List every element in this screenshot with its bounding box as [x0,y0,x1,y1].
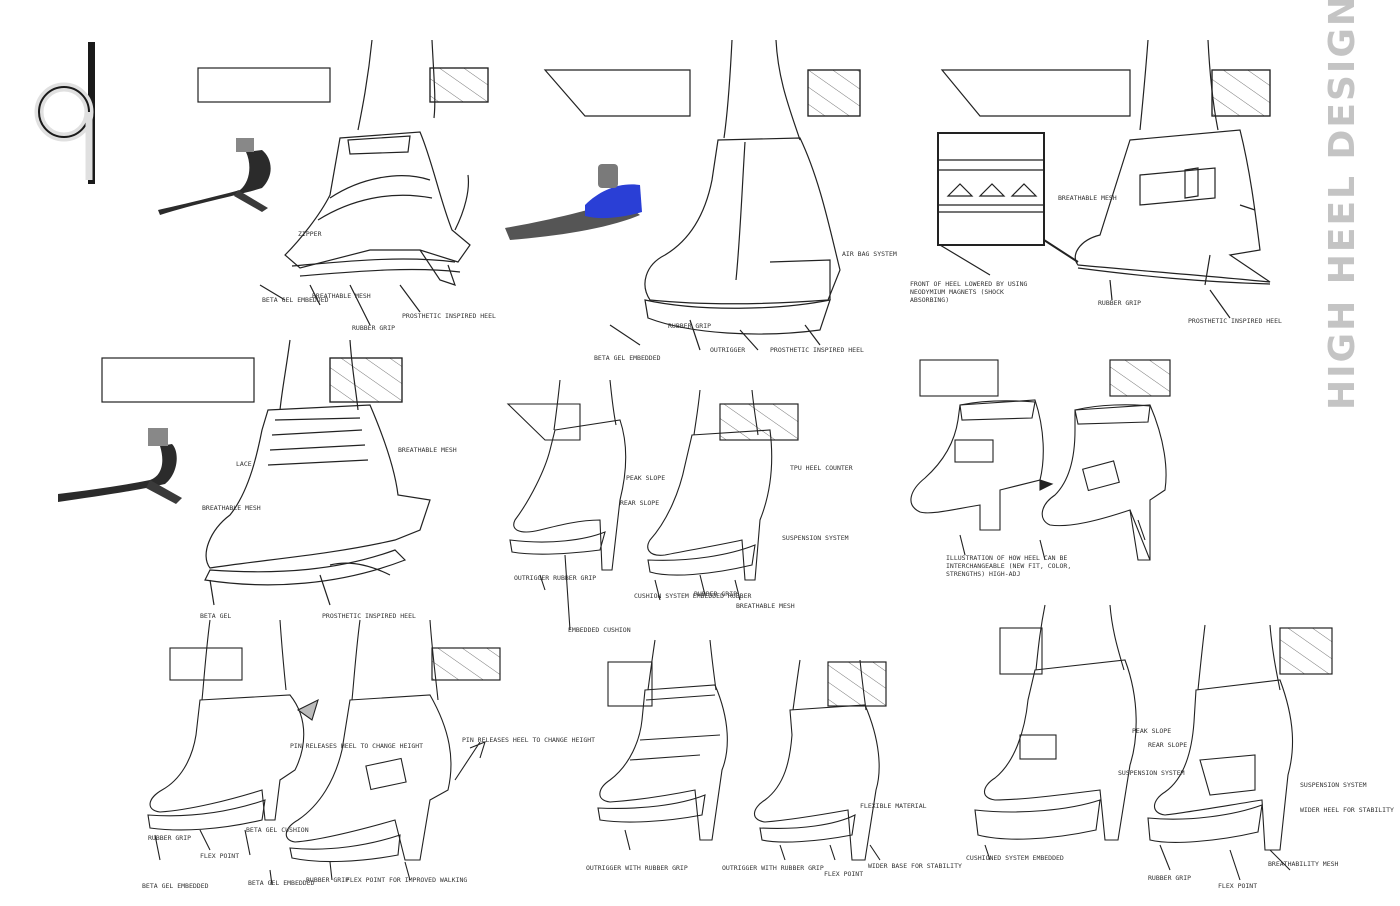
sketch-7 [147,619,501,886]
annotation-label: FLEXIBLE MATERIAL [860,802,927,810]
annotation-label: OUTRIGGER RUBBER GRIP [514,574,596,582]
annotation-label: TPU HEEL COUNTER [790,464,853,472]
sketch-1 [197,39,489,326]
annotation-label: CUSHIONED SYSTEM EMBEDDED [966,854,1064,862]
annotation-label: BREATHABLE MESH [736,602,795,610]
annotation-label: RUBBER GRIP [352,324,395,332]
annotation-label: FLEX POINT FOR IMPROVED WALKING [346,876,467,884]
annotation-label: PIN RELEASES HEEL TO CHANGE HEIGHT [290,742,423,750]
annotation-label: FLEX POINT [200,852,239,860]
annotation-label: REAR SLOPE [620,499,659,507]
brand-monogram-logo [34,42,95,184]
annotation-label: BREATHABLE MESH [398,446,457,454]
annotation-label: OUTRIGGER WITH RUBBER GRIP [722,864,824,872]
annotation-label: RUBBER GRIP [668,322,711,330]
annotation-label: BETA GEL EMBEDDED [142,882,209,890]
annotation-label: BETA GEL [200,612,231,620]
annotation-label: SUSPENSION SYSTEM [782,534,849,542]
annotation-label: RUBBER GRIP [1148,874,1191,882]
annotation-label: FLEX POINT [1218,882,1257,890]
sketch-3 [937,39,1271,319]
annotation-label: BREATHABLE MESH [312,292,371,300]
annotation-label: RUBBER GRIP [694,590,737,598]
annotation-label: RUBBER GRIP [148,834,191,842]
sketch-2 [543,39,861,351]
sketch-4 [101,339,431,606]
annotation-label: FLEX POINT [824,870,863,878]
sketch-9 [974,604,1333,881]
annotation-label: BREATHABILITY MESH [1268,860,1339,868]
annotation-label: AIR BAG SYSTEM [842,250,897,258]
annotation-label: RUBBER GRIP [1098,299,1141,307]
sketch-5 [506,379,799,631]
annotation-label: BETA GEL CUSHION [246,826,309,834]
annotation-label: PROSTHETIC INSPIRED HEEL [402,312,496,320]
annotation-label: WIDER BASE FOR STABILITY [868,862,962,870]
sketch-8 [597,639,887,861]
annotation-label: EMBEDDED CUSHION [568,626,631,634]
annotation-label: SUSPENSION SYSTEM [1300,781,1367,789]
annotation-label: WIDER HEEL FOR STABILITY [1300,806,1394,814]
annotation-label: REAR SLOPE [1148,741,1187,749]
annotation-label: BETA GEL EMBEDDED [594,354,661,362]
annotation-label: PROSTHETIC INSPIRED HEEL [322,612,416,620]
prosthetic-foot-3 [58,428,182,504]
annotation-label: BREATHABLE MESH [1058,194,1117,202]
annotation-label: CUSHION SYSTEM EMBEDDED RUBBER [634,592,751,600]
annotation-label: RUBBER GRIP [306,876,349,884]
annotation-label: BREATHABLE MESH [202,504,261,512]
annotation-label: OUTRIGGER [710,346,745,354]
annotation-label: SUSPENSION SYSTEM [1118,769,1185,777]
annotation-label: LACE [236,460,252,468]
annotation-label: PEAK SLOPE [626,474,665,482]
annotation-label: BETA GEL EMBEDDED [248,879,315,887]
annotation-label: PROSTHETIC INSPIRED HEEL [1188,317,1282,325]
prosthetic-foot-2 [505,164,642,240]
prosthetic-foot-1 [158,138,271,215]
annotation-label: ZIPPER [298,230,322,238]
annotation-label: BETA GEL EMBEDDED [262,296,329,304]
annotation-label: OUTRIGGER WITH RUBBER GRIP [586,864,688,872]
annotation-label: PIN RELEASES HEEL TO CHANGE HEIGHT [462,736,595,744]
annotation-label: PEAK SLOPE [1132,727,1171,735]
annotation-label: PROSTHETIC INSPIRED HEEL [770,346,864,354]
sketch-6 [910,359,1171,561]
